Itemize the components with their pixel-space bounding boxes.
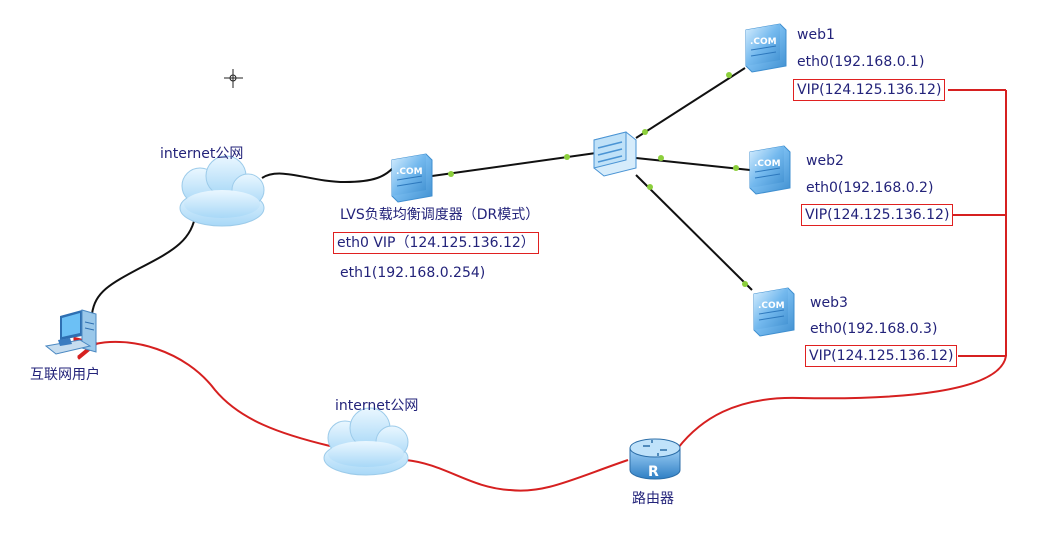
server-icon: .COM [391, 153, 433, 203]
internet-bottom-label: internet公网 [335, 398, 419, 414]
web2-eth0: eth0(192.168.0.2) [806, 180, 934, 196]
link-user-internet [91, 211, 197, 315]
internet-cloud-bottom [323, 407, 409, 476]
link-switch-web1 [635, 67, 746, 139]
web1-eth0: eth0(192.168.0.1) [797, 54, 925, 70]
link-internet-lvs [261, 167, 394, 184]
web2-vip: VIP(124.125.136.12) [801, 204, 954, 226]
svg-text:.COM: .COM [754, 159, 781, 169]
return-line-router-internet [405, 459, 629, 492]
lvs-eth1: eth1(192.168.0.254) [340, 265, 486, 281]
internet-top-label: internet公网 [160, 146, 244, 162]
cloud-icon [323, 407, 409, 476]
crosshair-cursor-icon [224, 69, 243, 88]
svg-text:.COM: .COM [750, 37, 777, 47]
workstation-icon [44, 309, 97, 355]
server-icon: .COM [749, 145, 791, 195]
network-links [91, 67, 753, 315]
link-switch-web2 [635, 157, 751, 171]
link-lvs-switch [431, 152, 597, 177]
server-icon: .COM [753, 287, 795, 337]
web1-server: .COM [745, 23, 787, 73]
return-line-to-router [677, 355, 1007, 449]
svg-text:.COM: .COM [396, 167, 423, 177]
internet-cloud-top [179, 155, 265, 227]
web3-vip: VIP(124.125.136.12) [805, 345, 958, 367]
server-icon: .COM [745, 23, 787, 73]
switch-icon [593, 131, 637, 177]
router-icon: R [629, 438, 681, 480]
svg-text:.COM: .COM [758, 301, 785, 311]
web2-name: web2 [806, 153, 844, 169]
lvs-eth0-vip: eth0 VIP（124.125.136.12） [333, 232, 539, 254]
web3-eth0: eth0(192.168.0.3) [810, 321, 938, 337]
web3-server: .COM [753, 287, 795, 337]
vip-return-path [95, 89, 1007, 492]
link-switch-web3 [635, 174, 753, 291]
lvs-title: LVS负载均衡调度器（DR模式） [340, 207, 540, 223]
cloud-icon [179, 155, 265, 227]
user-label: 互联网用户 [30, 367, 100, 383]
router-label: 路由器 [632, 491, 674, 507]
web1-vip: VIP(124.125.136.12) [793, 79, 946, 101]
port-dots [448, 72, 748, 287]
web2-server: .COM [749, 145, 791, 195]
return-line-internet-user [95, 342, 331, 447]
web3-name: web3 [810, 295, 848, 311]
web1-name: web1 [797, 27, 835, 43]
svg-text:R: R [648, 464, 659, 480]
lvs-server-icon: .COM [391, 153, 433, 203]
